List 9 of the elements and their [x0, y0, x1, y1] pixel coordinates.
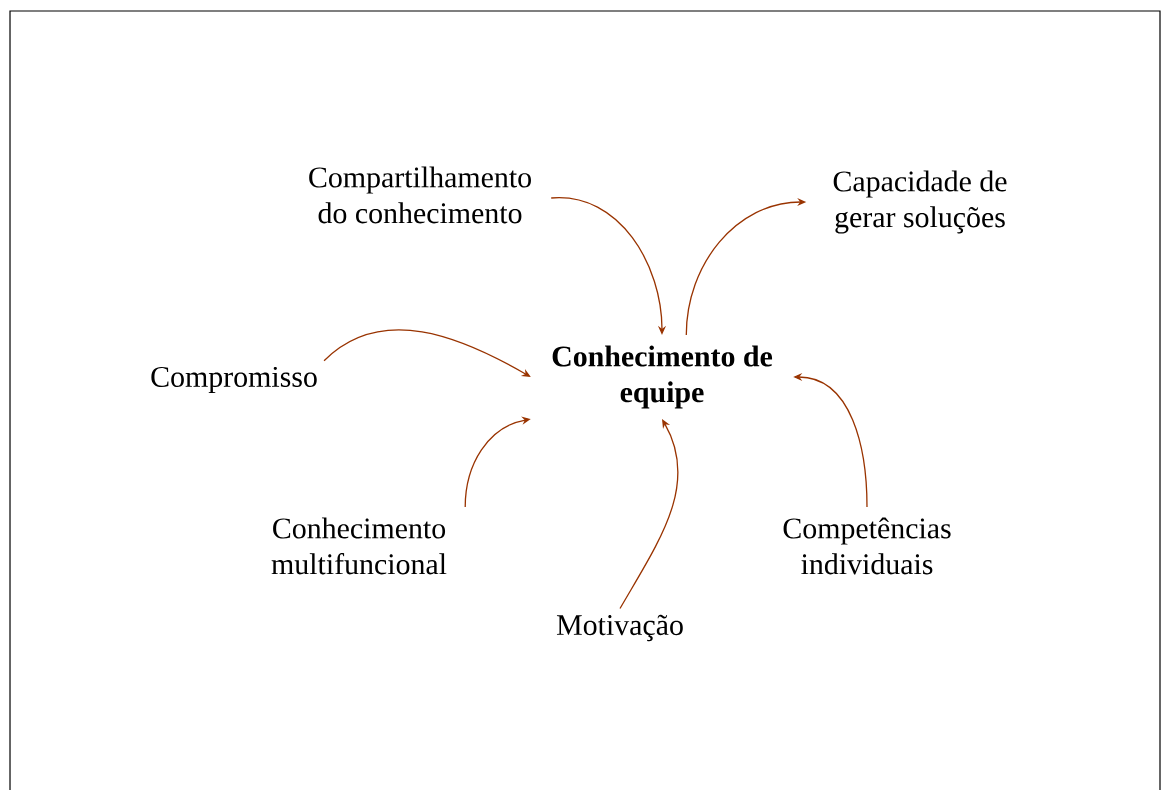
concept-label: Compromisso	[151, 366, 317, 394]
concept-label: Motivação	[556, 614, 683, 642]
curved-arrow	[323, 329, 531, 377]
concept-label: Conhecimento multifuncional	[271, 517, 447, 575]
curved-arrow	[619, 419, 679, 610]
central-concept: Conhecimento de equipe	[552, 345, 773, 409]
concept-label: Capacidade de gerar soluções	[833, 170, 1007, 234]
concept-label: Competências individuais	[783, 517, 951, 575]
concept-label: Compartilhamento do conhecimento	[309, 166, 531, 224]
